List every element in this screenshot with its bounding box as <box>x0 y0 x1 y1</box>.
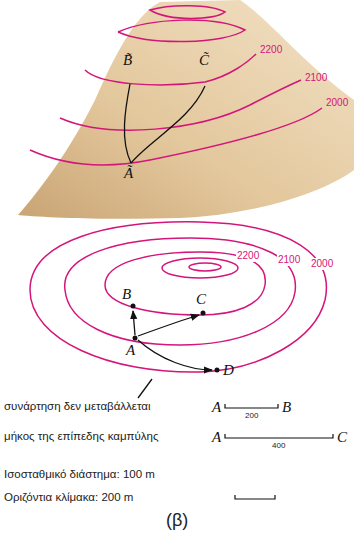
point-letter: A <box>212 429 221 446</box>
distance-value: 200 <box>245 411 258 420</box>
point-letter: Ã <box>124 165 133 182</box>
point-letter: C̃ <box>199 52 209 69</box>
point-letter: A <box>126 342 135 359</box>
point-letter: C <box>196 291 206 308</box>
contour-value: 2200 <box>236 250 260 262</box>
point-letter: A <box>212 399 221 416</box>
mountain-shape <box>18 0 354 219</box>
contour-value: 2000 <box>310 258 334 270</box>
contour-value: 2100 <box>305 72 327 84</box>
contour-value: 2100 <box>277 254 301 266</box>
point-letter: D <box>223 362 234 379</box>
point-letter: B̃ <box>123 52 132 69</box>
contour-value: 2200 <box>260 44 282 56</box>
legend-note: μήκος της επίπεδης καμπύλης <box>4 430 158 443</box>
point-letter: C <box>337 429 347 446</box>
note-text: Ισοσταθμικό διάστημα: 100 m <box>4 468 155 481</box>
legend-note: συνάρτηση δεν μεταβάλλεται <box>4 400 151 413</box>
distance-value: 400 <box>272 441 285 450</box>
scale-text: Οριζόντια κλίμακα: 200 m <box>4 491 133 504</box>
point-letter: B <box>282 399 291 416</box>
figure-caption: (β) <box>166 510 188 531</box>
contour-value: 2000 <box>326 97 348 109</box>
point-letter: B <box>122 286 131 303</box>
